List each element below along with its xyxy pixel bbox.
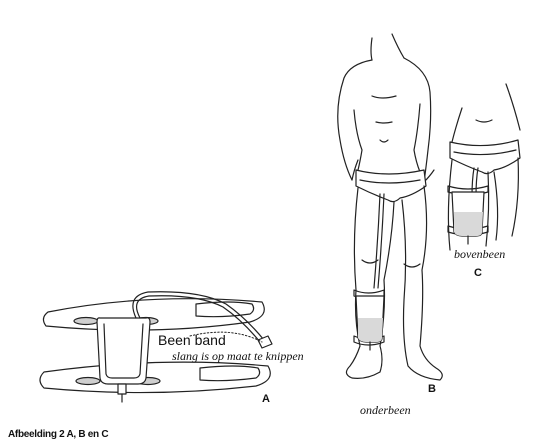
figure-letter-c: C [474,267,482,279]
underwear [355,169,427,203]
figure-caption: Afbeelding 2 A, B en C [8,429,109,440]
figure-c-person [447,83,521,251]
right-leg [401,185,443,381]
drain-tube [132,291,265,341]
lower-leg-label: onderbeen [360,403,411,417]
left-arm [337,59,373,181]
upper-leg-strap [42,298,265,331]
lower-leg-strap [39,361,271,394]
strap-clip [73,316,99,326]
upper-strap-slot [195,301,255,318]
upper-leg-label: bovenbeen [454,247,506,261]
tube-connector [257,335,273,349]
bag-inner-outline [103,323,144,379]
drain-valve [117,383,127,395]
figure-letter-b: B [428,383,436,395]
tube-label: slang is op maat te knippen [172,349,304,363]
strap-clip [75,376,101,386]
bag-fluid-c [454,212,483,236]
figure-b-person [337,33,443,381]
urine-bag [96,317,151,385]
band-label: Been band [158,332,226,348]
cut-line-indicator [189,331,263,343]
bag-fluid [358,318,383,342]
underwear-c [449,139,521,175]
right-arm [403,57,432,183]
figure-letter-a: A [262,393,270,405]
figure-a-leg-bag [39,291,273,403]
leg-tube [373,193,381,289]
lower-strap-slot [199,365,261,382]
